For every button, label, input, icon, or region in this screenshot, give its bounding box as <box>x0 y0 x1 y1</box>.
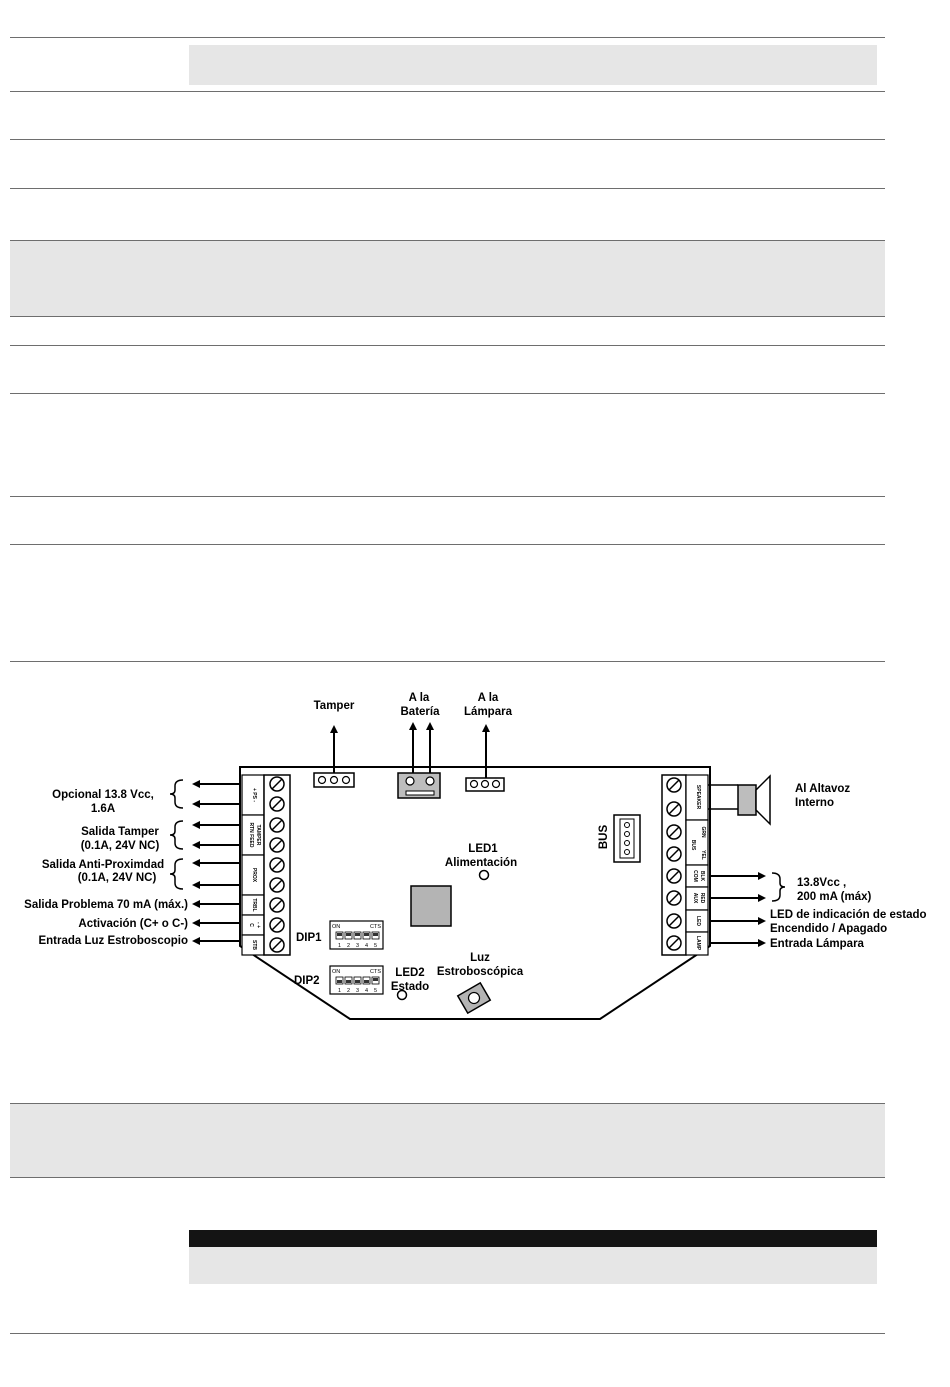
grey-box-bottom <box>189 1247 877 1284</box>
rule <box>10 345 885 346</box>
label-led-1: LED de indicación de estado <box>770 909 927 921</box>
rule <box>10 496 885 497</box>
dip1-num: 3 <box>356 943 359 949</box>
rule <box>10 1333 885 1334</box>
right-screws <box>666 777 682 951</box>
term-speaker: SPEAKER <box>695 785 701 810</box>
dip1-num: 1 <box>338 943 341 949</box>
term-c-pm: - + <box>255 922 261 928</box>
board-outline <box>239 766 711 1020</box>
dip2-num: 5 <box>374 988 377 994</box>
tamper-label: Tamper <box>314 700 355 712</box>
lamp-label-1: A la <box>478 692 499 704</box>
lamp-label-2: Lámpara <box>464 706 513 718</box>
term-prox: PROX <box>251 868 257 883</box>
battery-label-1: A la <box>409 692 430 704</box>
brace-tamper <box>169 820 184 850</box>
right-terminal-block <box>661 774 709 956</box>
term-lamp: LAMP <box>695 936 701 951</box>
led1-label-1: LED1 <box>468 843 498 855</box>
black-header-bar <box>189 1230 877 1247</box>
term-tamper-2: TAMPER <box>255 825 261 846</box>
dip2-num: 3 <box>356 988 359 994</box>
rule <box>10 37 885 38</box>
battery-label-2: Batería <box>401 706 441 718</box>
term-grn: GRN <box>700 826 706 838</box>
dip2-on: ON <box>332 969 340 975</box>
label-altavoz-1: Al Altavoz <box>795 783 850 795</box>
left-screws <box>269 776 285 953</box>
term-tamper-1: RTN FEED <box>248 823 254 848</box>
rule <box>10 1177 885 1178</box>
term-com: COM <box>692 870 698 882</box>
term-aux: AUX <box>692 893 698 904</box>
label-opcional-2: 1.6A <box>91 803 115 815</box>
dip2-num: 2 <box>347 988 350 994</box>
dip1-num: 5 <box>374 943 377 949</box>
grey-band-2 <box>10 1103 885 1177</box>
chip <box>410 885 452 927</box>
label-prox-1: Salida Anti-Proximdad <box>42 859 164 871</box>
dip2-cts: CTS <box>370 969 381 975</box>
label-tamper-2: (0.1A, 24V NC) <box>81 840 160 852</box>
term-led: LED <box>695 916 701 926</box>
speaker-icon <box>708 774 771 826</box>
led1-label-2: Alimentación <box>445 857 517 869</box>
dip1-cts: CTS <box>370 924 381 930</box>
dip1-num: 4 <box>365 943 368 949</box>
label-altavoz-2: Interno <box>795 797 834 809</box>
led2-label-2: Estado <box>391 981 429 993</box>
term-yel: YEL <box>700 850 706 860</box>
label-estrobo: Entrada Luz Estroboscopio <box>38 935 188 947</box>
brace-vcc <box>771 872 786 902</box>
dip1-on: ON <box>332 924 340 930</box>
brace-opcional <box>169 779 184 809</box>
strobe-light-icon <box>456 981 492 1015</box>
dip1-switch <box>329 920 384 950</box>
term-c: C <box>248 923 254 927</box>
bus-label: BUS <box>598 825 610 850</box>
term-blk: BLK <box>699 871 705 882</box>
term-trbl: TRBL <box>251 898 257 911</box>
dip2-num: 1 <box>338 988 341 994</box>
rule <box>10 188 885 189</box>
brace-prox <box>169 858 184 890</box>
label-activacion: Activación (C+ o C-) <box>78 918 188 930</box>
label-tamper-1: Salida Tamper <box>81 826 159 838</box>
label-problema: Salida Problema 70 mA (máx.) <box>24 899 188 911</box>
dip1-num: 2 <box>347 943 350 949</box>
label-vcc-2: 200 mA (máx) <box>797 891 872 903</box>
rule <box>10 316 885 317</box>
grey-band-1 <box>10 240 885 316</box>
term-bus: BUS <box>690 840 696 851</box>
label-prox-2: (0.1A, 24V NC) <box>78 872 157 884</box>
label-opcional-1: Opcional 13.8 Vcc, <box>52 789 154 801</box>
led2-label-1: LED2 <box>395 967 424 979</box>
rule <box>10 544 885 545</box>
rule <box>10 1103 885 1104</box>
grey-box-top <box>189 45 877 85</box>
dip2-switch <box>329 965 384 995</box>
dip1-label: DIP1 <box>296 932 322 944</box>
rule <box>10 139 885 140</box>
label-led-2: Encendido / Apagado <box>770 923 887 935</box>
wiring-diagram: Tamper A la Batería A la Lámpara + PS - … <box>24 692 927 1020</box>
strobe-label-2: Estroboscópica <box>437 966 524 978</box>
dip2-label: DIP2 <box>294 975 320 987</box>
dip2-num: 4 <box>365 988 368 994</box>
rule <box>10 240 885 241</box>
label-lampara: Entrada Lámpara <box>770 938 865 950</box>
rule <box>10 661 885 662</box>
rule <box>10 91 885 92</box>
rule <box>10 393 885 394</box>
term-red: RED <box>699 893 705 904</box>
term-ps: + PS - <box>251 788 257 802</box>
label-vcc-1: 13.8Vcc , <box>797 877 846 889</box>
strobe-label-1: Luz <box>470 952 490 964</box>
led1 <box>478 869 490 881</box>
term-stb: STB <box>251 940 257 950</box>
led2 <box>396 989 408 1001</box>
